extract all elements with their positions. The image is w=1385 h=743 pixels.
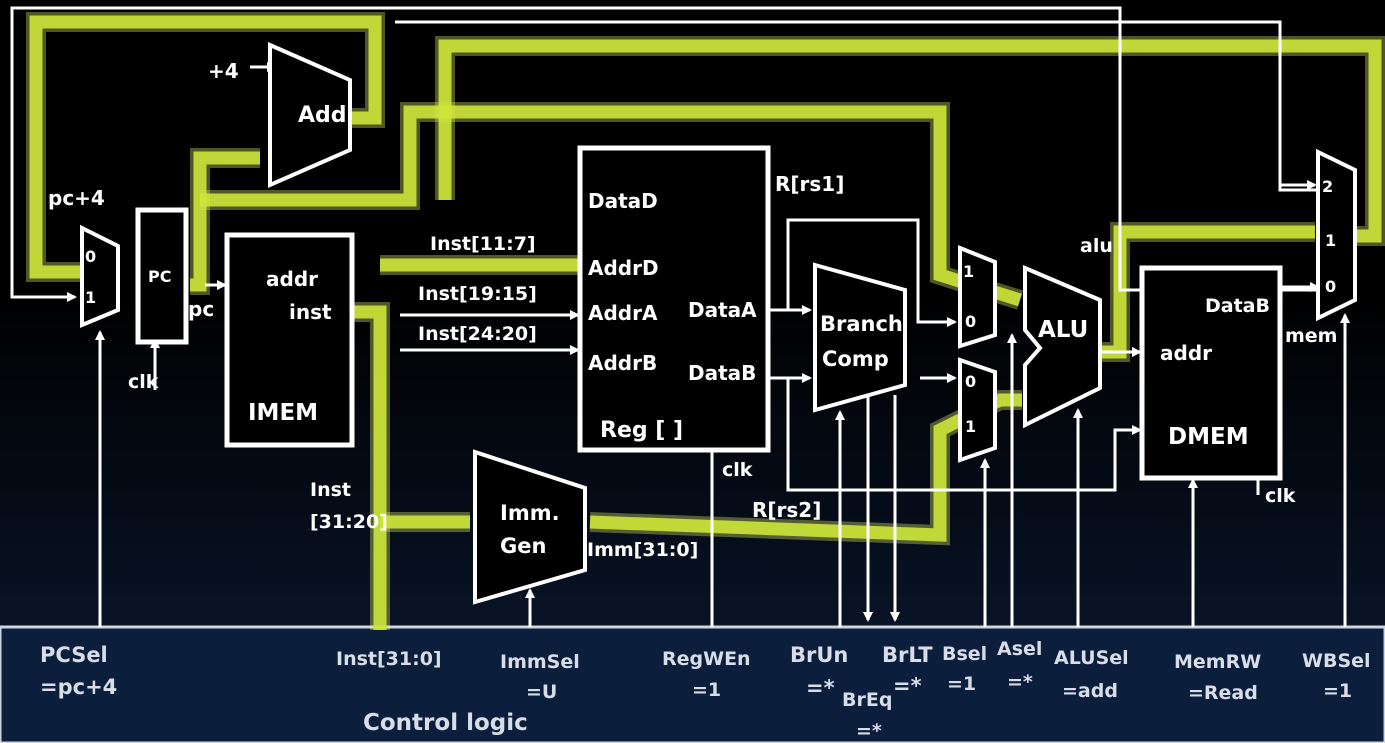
pc-mux-1: 1 (85, 288, 96, 307)
addra-label: AddrA (588, 301, 658, 325)
pc-out-label: pc (188, 297, 214, 321)
brlt-name: BrLT (882, 643, 933, 667)
imm-gen (473, 449, 587, 605)
bmux-1: 1 (965, 417, 976, 436)
imem-block (224, 232, 355, 448)
alusel-name: ALUSel (1054, 647, 1129, 669)
inst-31-20-label-2: [31:20] (310, 511, 388, 533)
adder-label: Add (298, 103, 347, 128)
brun-value: =* (806, 676, 835, 700)
inst-24-20-label: Inst[24:20] (418, 323, 537, 345)
addrb-label: AddrB (588, 351, 657, 375)
wbmux-2: 2 (1322, 177, 1333, 196)
control-logic-title: Control logic (363, 710, 528, 736)
imem-label: IMEM (248, 400, 318, 426)
bmux-0: 0 (965, 372, 976, 391)
alu-wire-label: alu (1080, 235, 1113, 257)
alu-block (1023, 264, 1102, 429)
branch-label-1: Branch (820, 312, 903, 336)
amux-1: 1 (963, 262, 974, 281)
dataa-label: DataA (688, 298, 757, 322)
bsel-name: Bsel (942, 643, 987, 665)
memrw-value: =Read (1188, 682, 1258, 704)
reg-label: Reg [ ] (600, 418, 683, 443)
pc-mux-0: 0 (85, 247, 96, 266)
register-file (577, 145, 771, 453)
immsel-value: =U (526, 681, 557, 703)
inst-11-7-label: Inst[11:7] (430, 233, 536, 255)
alusel-value: =add (1062, 680, 1118, 702)
asel-value: =* (1007, 671, 1033, 693)
datad-label: DataD (588, 189, 658, 213)
blocks (80, 41, 1357, 605)
wbmux-0: 0 (1325, 277, 1336, 296)
addrd-label: AddrD (588, 256, 659, 280)
wbsel-name: WBSel (1302, 650, 1371, 672)
pc-mux (80, 224, 120, 328)
control-signals: PCSel =pc+4 Inst[31:0] ImmSel =U RegWEn … (40, 638, 1371, 742)
dmem-label: DMEM (1168, 424, 1249, 450)
dmem-addr-label: addr (1160, 341, 1212, 365)
datab-label: DataB (688, 361, 756, 385)
a-mux (958, 245, 997, 349)
brun-name: BrUn (790, 643, 848, 667)
inst-control-label: Inst[31:0] (336, 648, 442, 670)
wb-mux (1316, 148, 1357, 322)
breq-name: BrEq (842, 689, 892, 711)
rs2-label: R[rs2] (752, 498, 821, 522)
pc-plus4-label: pc+4 (48, 186, 105, 210)
asel-name: Asel (997, 638, 1042, 660)
rs1-label: R[rs1] (775, 172, 844, 196)
branch-label-2: Comp (822, 347, 889, 371)
adder-const-label: +4 (208, 59, 239, 83)
imm-label-2: Gen (500, 534, 546, 558)
imem-inst-label: inst (289, 300, 332, 324)
alu-label: ALU (1038, 317, 1088, 343)
imm-out-label: Imm[31:0] (587, 539, 698, 561)
wbsel-value: =1 (1323, 680, 1352, 702)
bsel-value: =1 (947, 673, 976, 695)
regwen-value: =1 (692, 679, 721, 701)
regwen-name: RegWEn (662, 648, 751, 670)
b-mux (958, 357, 997, 463)
imm-label-1: Imm. (500, 501, 560, 525)
inst-31-20-label-1: Inst (310, 479, 351, 501)
immsel-name: ImmSel (500, 651, 580, 673)
pc-register (135, 207, 189, 345)
dmem-datab-label: DataB (1205, 295, 1270, 317)
imem-addr-label: addr (266, 267, 318, 291)
dmem-block (1139, 265, 1283, 481)
pc-label: PC (148, 267, 171, 286)
mem-wire-label: mem (1285, 325, 1337, 347)
amux-0: 0 (965, 312, 976, 331)
highlighted-path (26, 12, 1385, 630)
control-panel (0, 625, 1385, 743)
pcsel-value: =pc+4 (40, 675, 117, 699)
breq-value: =* (856, 720, 882, 742)
adder (268, 41, 352, 189)
pcsel-name: PCSel (40, 643, 108, 667)
memrw-name: MemRW (1174, 651, 1261, 673)
dmem-clk-label: clk (1265, 485, 1296, 507)
inst-19-15-label: Inst[19:15] (418, 283, 537, 305)
reg-clk-label: clk (722, 459, 753, 481)
wbmux-1: 1 (1325, 231, 1336, 250)
pc-clk-label: clk (128, 371, 159, 393)
brlt-value: =* (893, 674, 922, 698)
branch-comp (813, 262, 907, 413)
